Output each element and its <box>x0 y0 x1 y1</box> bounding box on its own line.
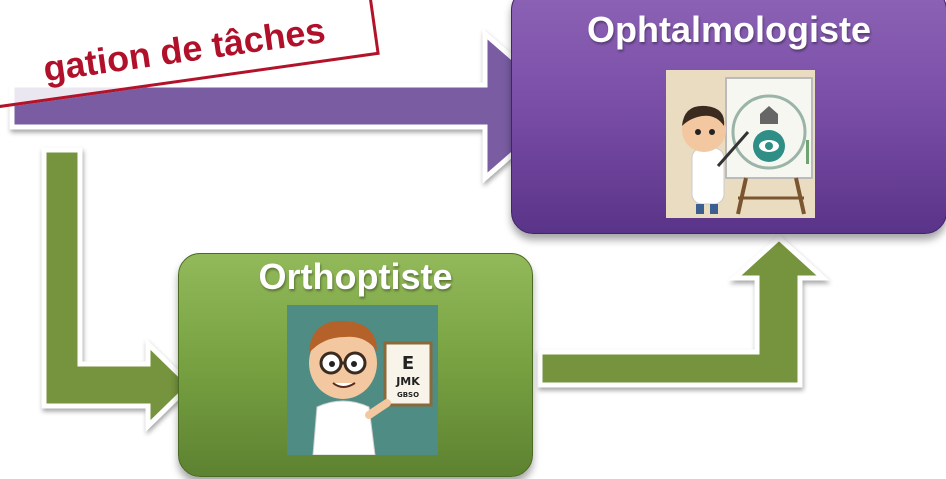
green-arrow-to-orthoptiste <box>41 147 194 432</box>
eye-chart-line-2: JMK <box>395 375 420 388</box>
eye-chart-line-3: GBSO <box>397 391 419 399</box>
orthoptiste-title: Orthoptiste <box>258 256 453 297</box>
green-arrow-to-ophtalmologiste <box>537 234 830 388</box>
ophtalmologiste-box: Ophtalmologiste <box>511 0 946 234</box>
orthoptiste-box: Orthoptiste E JMK GBSO <box>178 253 533 477</box>
ophtalmologiste-title: Ophtalmologiste <box>586 9 871 50</box>
doctor-presenting-eye-chart-icon <box>666 70 815 218</box>
eye-chart-line-1: E <box>402 353 414 374</box>
doctor-with-eye-chart-icon: E JMK GBSO <box>287 305 438 455</box>
